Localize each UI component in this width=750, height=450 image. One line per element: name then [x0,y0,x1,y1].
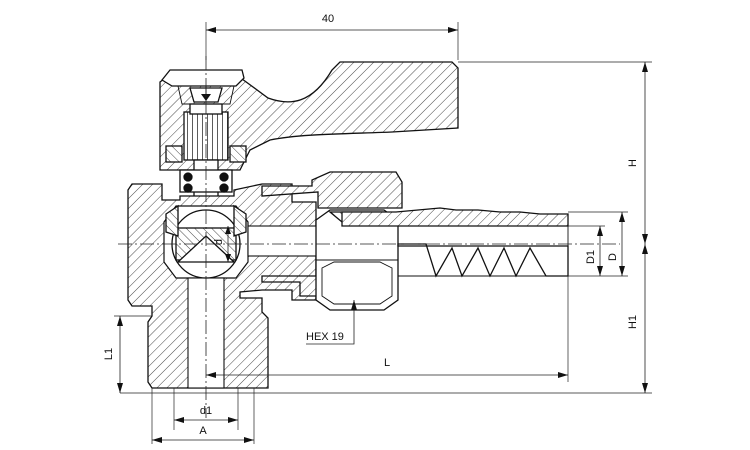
dim-label-40: 40 [322,13,334,25]
dimension-width-40: 40 [205,13,459,60]
dim-label-A: A [199,425,207,437]
dim-label-d1: d1 [200,405,212,417]
dim-label-d: d [213,239,225,245]
callout-hex-19: HEX 19 [306,331,344,343]
union-coupling [261,171,403,297]
hex-callout: HEX 19 [306,300,357,345]
dim-label-D1: D1 [585,250,597,264]
hose-barb-fitting [341,207,569,278]
dim-label-L1: L1 [103,348,115,360]
dimension-ball-bore: d [213,226,231,262]
lever-handle [159,61,459,171]
dim-label-D: D [607,253,619,261]
dim-label-H1: H1 [627,315,639,329]
dim-label-H: H [627,159,639,167]
dimension-barb-diameters: D1 D [568,211,628,277]
centerlines [118,56,620,418]
dimension-bottom-diameters: d1 A [151,388,255,444]
dim-label-L: L [384,357,390,369]
dimension-length: L [206,276,569,382]
dimension-thread-length: L1 [103,315,152,393]
dimension-heights: H H1 [120,61,652,394]
o-ring-seals [179,169,233,193]
